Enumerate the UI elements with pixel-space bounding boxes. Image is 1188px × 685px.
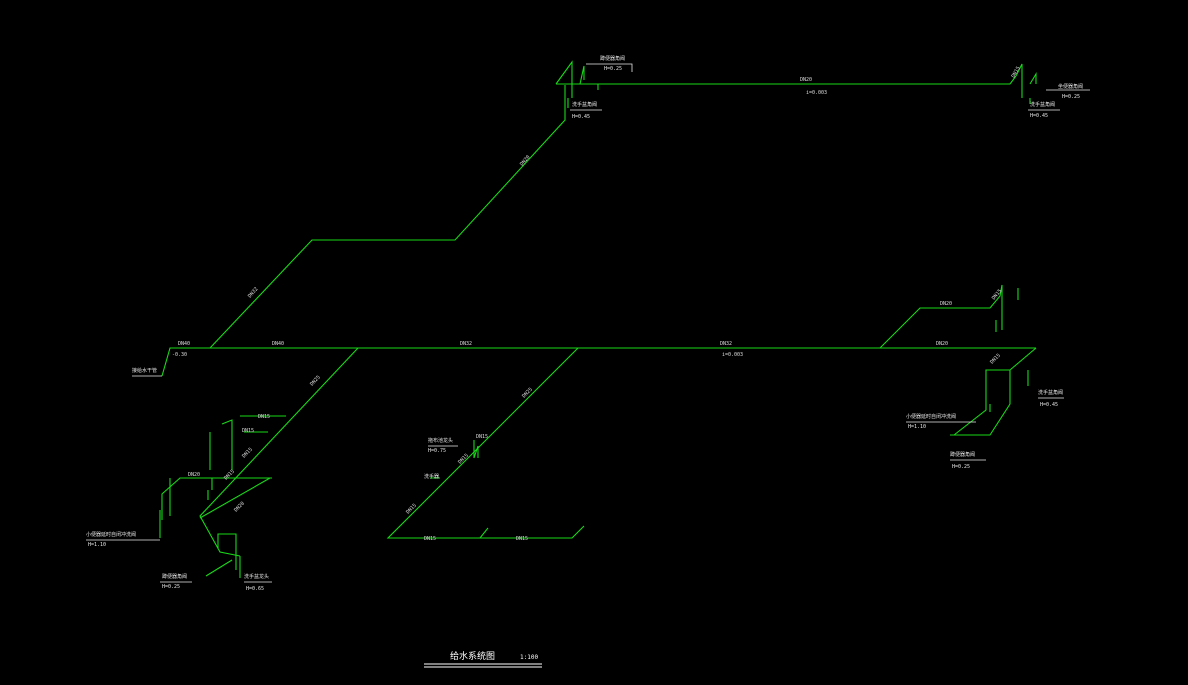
label-inlet-h: -0.30 [172, 352, 187, 358]
upper-branch-pipe [556, 75, 1017, 85]
label-dn15-upper-right: DN15 [1011, 66, 1022, 79]
fixture-squat-upper-left: 蹲便器角阀 [600, 55, 625, 62]
fixture-toilet-upper-right-h: H=0.25 [1062, 94, 1080, 100]
label-dn20-left-lower: DN20 [233, 501, 246, 514]
fixture-squat-right: 蹲便器角阀 [950, 451, 975, 458]
fixture-basin-right: 洗手盆角阀 [1038, 389, 1063, 396]
fixture-mop-center-h: H=0.75 [428, 448, 446, 454]
right-upper-branch-pipe [879, 284, 1019, 349]
fixture-urinal-left-h: H=1.10 [88, 542, 106, 548]
pipe-size-labels: DN40 -0.30 DN40 DN32 DN32 i=0.003 DN20 D… [172, 66, 1022, 542]
fixture-basin-upper-right: 洗手盆角阀 [1030, 101, 1055, 108]
fixture-urinal-right-h: H=1.10 [908, 424, 926, 430]
label-slope-upper: i=0.003 [806, 90, 827, 96]
fixture-labels: 蹲便器角阀 H=0.25 洗手盆角阀 H=0.45 坐便器角阀 H=0.25 洗… [86, 55, 1083, 592]
fixture-squat-left-h: H=0.25 [162, 584, 180, 590]
label-slope-right: i=0.003 [722, 352, 743, 358]
center-lower-branch-pipe [386, 347, 585, 539]
label-dn15-right-lower: DN15 [989, 353, 1002, 366]
upper-riser-pipe [209, 85, 566, 349]
pipe-network [159, 60, 1037, 578]
left-lower-subbranch-pipe [205, 533, 241, 578]
label-dn15-left-b: DN15 [242, 428, 254, 434]
title-block: 给水系统图 1:100 [424, 650, 542, 668]
label-dn15-center: DN15 [457, 453, 470, 466]
fixture-basin-right-h: H=0.45 [1040, 402, 1058, 408]
label-dn20-left: DN20 [188, 472, 200, 478]
label-dn20-right: DN20 [936, 341, 948, 347]
fixture-toilet-upper-right: 坐便器角阀 [1058, 83, 1083, 90]
main-horizontal-pipe [161, 347, 1036, 377]
label-dn40-trunk: DN40 [178, 341, 190, 347]
label-dn20-diagonal: DN20 [519, 154, 532, 167]
label-dn25-center: DN25 [521, 387, 534, 400]
upper-right-fixture-pipe [1015, 63, 1037, 104]
fixture-basin-left: 洗手盆龙头 [244, 573, 269, 580]
label-dn40-main: DN40 [272, 341, 284, 347]
label-dn32-right: DN32 [720, 341, 732, 347]
label-dn15-bottom: DN15 [424, 536, 436, 542]
label-dn32-main: DN32 [460, 341, 472, 347]
fixture-hand-washer: 洗手器 [424, 473, 439, 480]
drawing-scale: 1:100 [520, 654, 538, 661]
label-dn20-right-upper: DN20 [940, 301, 952, 307]
left-lower-branch-pipe [159, 347, 359, 557]
label-leaders [86, 63, 1090, 583]
label-dn20-upper: DN20 [800, 77, 812, 83]
fixture-squat-upper-left-h: H=0.25 [604, 66, 622, 72]
fixture-basin-upper-left-h: H=0.45 [572, 114, 590, 120]
fixture-basin-upper-right-h: H=0.45 [1030, 113, 1048, 119]
fixture-basin-upper-left: 洗手盆角阀 [572, 101, 597, 108]
fixture-urinal-right: 小便器延时自闭冲洗阀 [906, 413, 956, 420]
label-dn15-left-a: DN15 [258, 414, 270, 420]
label-dn15-left-c: DN15 [241, 447, 254, 460]
fixture-basin-left-h: H=0.65 [246, 586, 264, 592]
fixture-squat-left: 蹲便器角阀 [162, 573, 187, 580]
fixture-mop-center: 拖布池龙头 [428, 437, 453, 444]
label-dn25-left: DN25 [309, 375, 322, 388]
fixture-squat-right-h: H=0.25 [952, 464, 970, 470]
label-dn15-bottom-right: DN15 [516, 536, 528, 542]
label-dn15-lower: DN15 [405, 503, 418, 516]
upper-left-fixture-pipe [555, 60, 599, 108]
drawing-title: 给水系统图 [450, 650, 495, 662]
label-dn15-center-riser: DN15 [476, 434, 488, 440]
fixture-water-inlet: 接给水干管 [132, 367, 157, 374]
right-lower-branch-pipe [950, 347, 1037, 436]
fixture-urinal-left: 小便器延时自闭冲洗阀 [86, 531, 136, 538]
